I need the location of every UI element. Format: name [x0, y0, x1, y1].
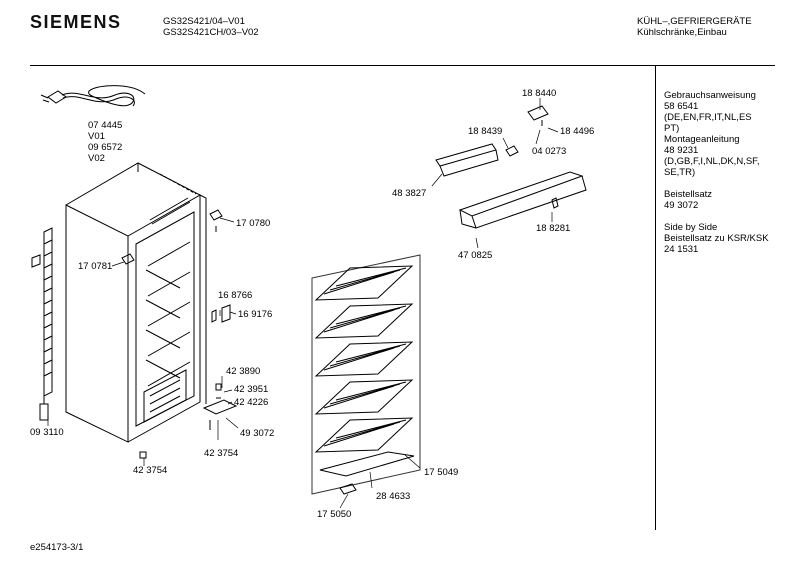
info-line: Gebrauchsanweisung	[664, 90, 756, 101]
control-unit-drawing	[436, 106, 586, 228]
product-category: KÜHL–,GEFRIERGERÄTE Kühlschränke,Einbau	[637, 16, 752, 38]
label-169176: 16 9176	[238, 309, 273, 320]
documentation-panel: Gebrauchsanweisung 58 6541 (DE,EN,FR,IT,…	[664, 90, 794, 255]
label-493072: 49 3072	[240, 428, 275, 439]
document-id: e254173-3/1	[30, 542, 84, 553]
info-line: Side by Side	[664, 222, 718, 233]
leader-lines	[48, 98, 558, 508]
label-040273: 04 0273	[532, 146, 567, 157]
label-423951: 42 3951	[234, 384, 269, 395]
wire-racks-drawing	[312, 255, 420, 494]
category-line-1: KÜHL–,GEFRIERGERÄTE	[637, 16, 752, 27]
part-number: 07 4445	[88, 120, 123, 131]
label-188281: 18 8281	[536, 223, 571, 234]
power-cable-drawing	[41, 86, 145, 106]
label-284633: 28 4633	[376, 491, 411, 502]
info-line: 24 1531	[664, 244, 699, 255]
info-line: (DE,EN,FR,IT,NL,ES	[664, 112, 752, 123]
label-170780: 17 0780	[236, 218, 271, 229]
info-line: SE,TR)	[664, 167, 696, 178]
label-175050: 17 5050	[317, 509, 352, 520]
info-line: 48 9231	[664, 145, 699, 156]
info-line: Beistellsatz	[664, 189, 713, 200]
version-code: V02	[88, 153, 105, 164]
siemens-logo: SIEMENS	[30, 12, 122, 32]
model-line-2: GS32S421CH/03–V02	[163, 27, 259, 38]
info-line: (D,GB,F,I,NL,DK,N,SF,	[664, 156, 760, 167]
label-188439: 18 8439	[468, 126, 503, 137]
model-numbers: GS32S421/04–V01 GS32S421CH/03–V02	[163, 16, 259, 38]
label-470825: 47 0825	[458, 250, 493, 261]
version-code: V01	[88, 131, 105, 142]
model-line-1: GS32S421/04–V01	[163, 16, 245, 27]
label-093110: 09 3110	[30, 427, 64, 438]
header-divider	[30, 65, 775, 66]
info-line: 58 6541	[664, 101, 699, 112]
panel-divider	[655, 65, 656, 530]
part-number: 09 6572	[88, 142, 123, 153]
label-424226: 42 4226	[234, 397, 269, 408]
label-483827: 48 3827	[392, 188, 427, 199]
label-423890: 42 3890	[226, 366, 261, 377]
label-184496: 18 4496	[560, 126, 595, 137]
label-423754-b: 42 3754	[133, 465, 168, 476]
label-175049: 17 5049	[424, 467, 459, 478]
info-line: Beistellsatz zu KSR/KSK	[664, 233, 769, 244]
label-423754-a: 42 3754	[204, 448, 239, 459]
label-cable: 07 4445 V01 09 6572 V02	[88, 120, 122, 164]
label-168766: 16 8766	[218, 290, 253, 301]
label-170781: 17 0781	[78, 261, 113, 272]
label-188440: 18 8440	[522, 88, 557, 99]
cabinet-drawing	[32, 163, 236, 458]
info-line: Montageanleitung	[664, 134, 740, 145]
info-line: 49 3072	[664, 200, 699, 211]
category-line-2: Kühlschränke,Einbau	[637, 27, 727, 38]
info-line: PT)	[664, 123, 680, 134]
